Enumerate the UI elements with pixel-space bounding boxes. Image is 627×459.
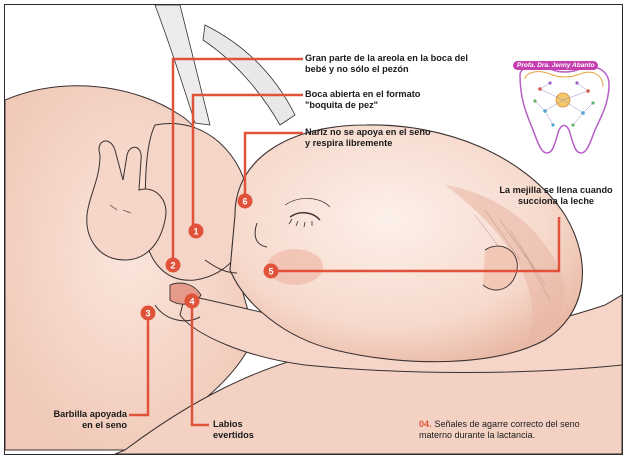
badge-2: 2 <box>166 258 181 273</box>
logo-text: Profa. Dra. Jenny Abanto <box>513 61 598 70</box>
caption-number: 04. <box>419 419 432 429</box>
svg-text:1: 1 <box>193 227 198 237</box>
svg-text:6: 6 <box>242 197 247 207</box>
annotation-label-3: Barbilla apoyada en el seno <box>39 409 127 431</box>
svg-text:4: 4 <box>189 297 194 307</box>
annotation-label-5: La mejilla se llena cuando succiona la l… <box>491 185 621 207</box>
annotation-5-line2: succiona la leche <box>491 196 621 207</box>
badge-4: 4 <box>185 294 200 309</box>
annotation-1-line2: bebé y no sólo el pezón <box>305 64 468 75</box>
caption-line1: Señales de agarre correcto del seno <box>435 419 580 429</box>
annotation-4-line2: evertidos <box>213 430 254 441</box>
badge-1: 1 <box>189 224 204 239</box>
annotation-label-6: Nariz no se apoya en el seno y respira l… <box>305 127 431 149</box>
annotation-3-line2: en el seno <box>39 420 127 431</box>
annotation-6-line1: Nariz no se apoya en el seno <box>305 127 431 138</box>
annotation-6-line2: y respira libremente <box>305 138 431 149</box>
annotation-label-4: Labios evertidos <box>213 419 254 441</box>
badge-5: 5 <box>264 264 279 279</box>
svg-text:3: 3 <box>145 309 150 319</box>
annotation-5-line1: La mejilla se llena cuando <box>491 185 621 196</box>
svg-text:2: 2 <box>170 261 175 271</box>
annotation-3-line1: Barbilla apoyada <box>39 409 127 420</box>
annotation-label-1: Gran parte de la areola en la boca del b… <box>305 53 468 75</box>
annotation-4-line1: Labios <box>213 419 254 430</box>
badge-6: 6 <box>238 194 253 209</box>
caption-line2: materno durante la lactancia. <box>419 430 580 441</box>
annotation-1-line1: Gran parte de la areola en la boca del <box>305 53 468 64</box>
figure-caption: 04.Señales de agarre correcto del seno m… <box>419 419 580 441</box>
annotation-2-line2: "boquita de pez" <box>305 100 420 111</box>
annotation-2-line1: Boca abierta en el formato <box>305 89 420 100</box>
badge-3: 3 <box>141 306 156 321</box>
svg-text:5: 5 <box>268 267 273 277</box>
tooth-logo-icon <box>520 66 609 153</box>
infographic-frame: 1 2 6 5 3 4 Profa. Dra. Jenny Abant <box>4 4 623 455</box>
annotation-label-2: Boca abierta en el formato "boquita de p… <box>305 89 420 111</box>
